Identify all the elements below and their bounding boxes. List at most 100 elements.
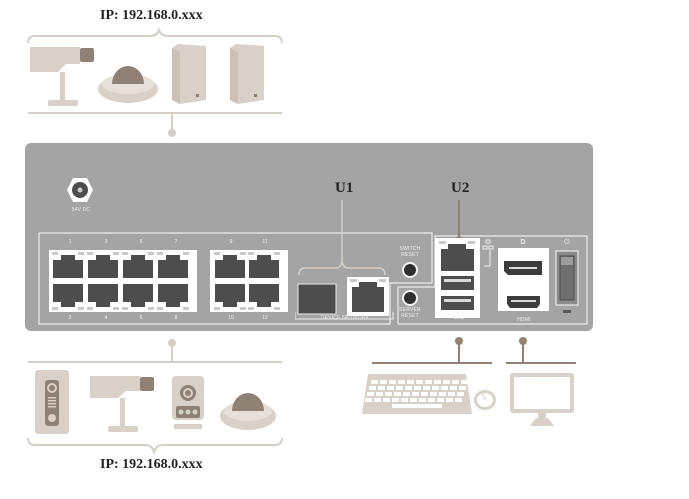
key <box>389 380 396 384</box>
port-led <box>122 307 128 310</box>
port-led <box>148 252 154 255</box>
key <box>455 398 462 402</box>
key <box>380 380 387 384</box>
server-reset-label-line1: SERVER <box>399 307 421 313</box>
top-devices <box>30 44 264 106</box>
rj45-port <box>53 284 83 307</box>
top-brace <box>27 26 283 44</box>
device-network-label: DEVICE NETWORK <box>320 315 370 321</box>
port-number: 2 <box>68 315 72 321</box>
key <box>392 398 399 402</box>
server-section-outline <box>397 235 588 325</box>
rj45-port <box>88 284 118 307</box>
rj45-port <box>158 284 188 307</box>
rj45-port <box>123 284 153 307</box>
rj45-port <box>215 255 245 278</box>
key <box>434 380 441 384</box>
cube-camera-icon <box>172 376 204 429</box>
dome-camera-icon <box>98 66 158 103</box>
key <box>376 392 383 396</box>
port-number: 11 <box>262 239 268 245</box>
power-switch[interactable] <box>555 250 579 320</box>
power-input-connector <box>67 178 93 202</box>
port-number: 6 <box>139 315 143 321</box>
u1-brace <box>298 260 386 276</box>
speaker-icon <box>230 44 264 104</box>
port-number: 10 <box>228 315 234 321</box>
key <box>416 380 423 384</box>
port-led <box>122 252 128 255</box>
dome-camera-icon <box>220 393 276 430</box>
key <box>371 380 378 384</box>
top-ip-label: IP: 192.168.0.xxx <box>100 8 203 23</box>
key <box>437 398 444 402</box>
key <box>385 392 392 396</box>
speaker-icon <box>172 44 206 104</box>
bottom-ip-label: IP: 192.168.0.xxx <box>100 457 203 472</box>
keyboard-icon <box>362 374 472 414</box>
server-lan-port <box>441 244 474 271</box>
ethernet-ports <box>49 250 288 312</box>
port-number: 8 <box>174 315 178 321</box>
spacebar-key <box>392 404 442 408</box>
port-led <box>113 252 119 255</box>
port-led <box>52 307 58 310</box>
usb-port <box>441 276 474 290</box>
rj45-port <box>158 255 188 278</box>
u1-label: U1 <box>335 180 354 196</box>
key <box>401 398 408 402</box>
key <box>403 392 410 396</box>
network-icon <box>482 239 494 267</box>
port-led <box>183 307 189 310</box>
key <box>439 392 446 396</box>
rj45-port <box>123 255 153 278</box>
key <box>423 386 430 390</box>
port-led <box>240 252 246 255</box>
port-led <box>274 307 280 310</box>
key <box>419 398 426 402</box>
power-symbol: ⏻ <box>564 239 570 246</box>
key <box>441 386 448 390</box>
bottom-devices <box>35 370 276 434</box>
key <box>457 392 464 396</box>
port-led <box>248 307 254 310</box>
bullet-camera-icon <box>30 47 94 106</box>
key <box>443 380 450 384</box>
port-led <box>248 252 254 255</box>
key <box>432 386 439 390</box>
key <box>414 386 421 390</box>
key <box>425 380 432 384</box>
key <box>461 380 468 384</box>
rj45-port <box>249 284 279 307</box>
key <box>398 380 405 384</box>
rj45-port <box>249 255 279 278</box>
monitor-icon <box>510 373 574 426</box>
key <box>428 398 435 402</box>
key <box>367 392 374 396</box>
switch-section-outline <box>38 232 433 325</box>
port-led <box>157 252 163 255</box>
key <box>412 392 419 396</box>
key <box>446 398 453 402</box>
port-number: 12 <box>262 315 268 321</box>
switch-reset-button[interactable] <box>402 262 418 278</box>
key <box>394 392 401 396</box>
hdmi-label: HDMI <box>517 317 531 323</box>
port-number: 9 <box>229 239 233 245</box>
bottom-brace <box>27 437 283 456</box>
mouse-icon <box>474 390 496 410</box>
server-reset-button[interactable] <box>402 290 418 306</box>
port-number: 7 <box>174 239 178 245</box>
key <box>374 398 381 402</box>
key <box>430 392 437 396</box>
key <box>459 386 466 390</box>
port-led <box>78 252 84 255</box>
key <box>396 386 403 390</box>
key <box>405 386 412 390</box>
port-led <box>214 307 220 310</box>
port-number: 4 <box>104 315 108 321</box>
port-led <box>183 252 189 255</box>
port-number: 5 <box>139 239 143 245</box>
port-led <box>214 252 220 255</box>
bullet-camera-icon <box>90 376 154 432</box>
